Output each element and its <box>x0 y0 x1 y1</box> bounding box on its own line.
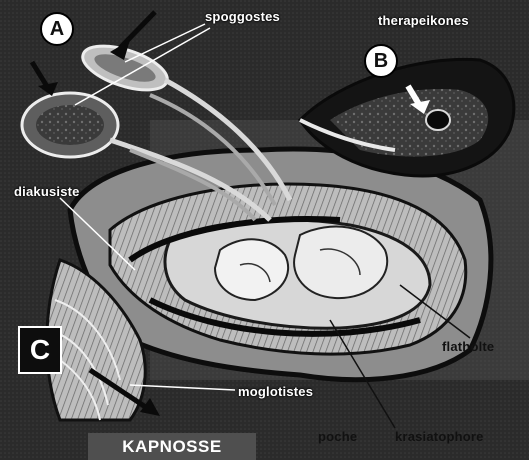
badge-b: B <box>364 44 398 78</box>
label-therapeikones: therapeikones <box>378 14 469 27</box>
label-spoggostes: spoggostes <box>205 10 280 23</box>
title-banner: KAPNOSSE <box>88 433 256 460</box>
label-diakusiste: diakusiste <box>14 185 80 198</box>
label-flatholte: flatholte <box>442 340 494 353</box>
organ-lobe-right <box>294 227 387 299</box>
badge-c: C <box>18 326 62 374</box>
badge-a: A <box>40 12 74 46</box>
pod-a-lower-texture <box>36 105 104 145</box>
label-krasiatophore: krasiatophore <box>395 430 484 443</box>
lid-b-pore <box>426 110 450 130</box>
label-moglotistes: moglotistes <box>238 385 313 398</box>
organ-lobe-left <box>215 239 288 300</box>
label-poche: poche <box>318 430 357 443</box>
